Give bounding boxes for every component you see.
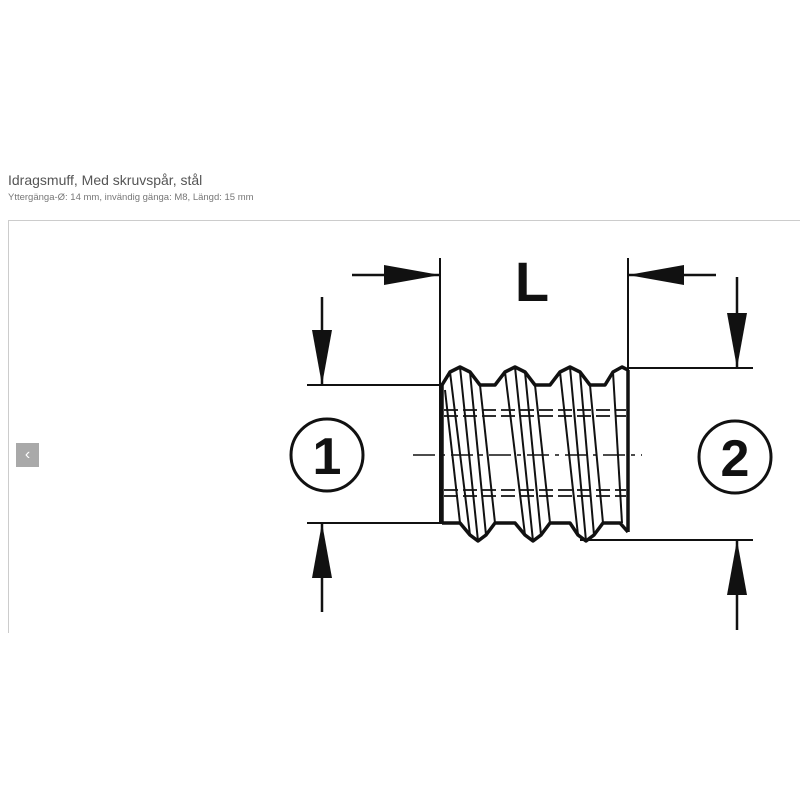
marker-2-label: 2 bbox=[721, 430, 750, 488]
product-specs: Yttergänga-Ø: 14 mm, invändig gänga: M8,… bbox=[8, 192, 254, 203]
chevron-left-icon: ‹ bbox=[24, 446, 31, 463]
marker-1-label: 1 bbox=[313, 428, 342, 486]
image-frame bbox=[8, 220, 800, 633]
marker-2-circle bbox=[697, 419, 773, 495]
product-title: Idragsmuff, Med skruvspår, stål bbox=[8, 172, 203, 188]
gallery-prev-button[interactable]: ‹ bbox=[16, 443, 39, 467]
marker-1-circle bbox=[289, 417, 365, 493]
length-label: L bbox=[515, 250, 549, 313]
